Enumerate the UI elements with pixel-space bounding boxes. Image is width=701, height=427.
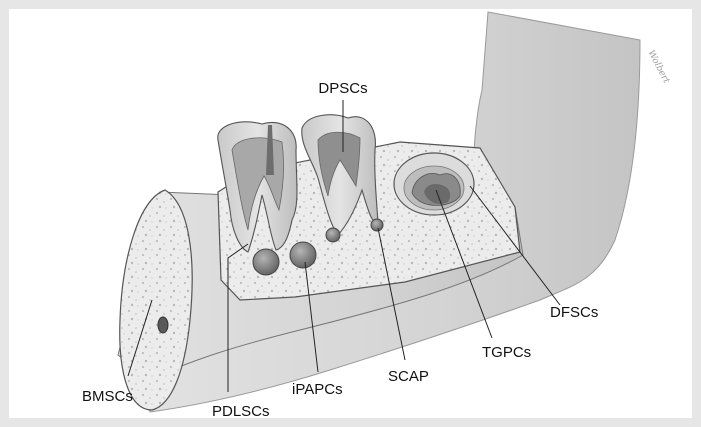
- root-apex-bulb-2: [371, 219, 383, 231]
- label-dpscs: DPSCs: [318, 80, 367, 97]
- label-bmscs: BMSCs: [82, 388, 133, 405]
- root-apex-bulb-1: [326, 228, 340, 242]
- label-scap: SCAP: [388, 368, 429, 385]
- label-pdlscs: PDLSCs: [212, 403, 270, 420]
- artist-signature: Wolbert: [645, 49, 671, 86]
- label-dfscs: DFSCs: [550, 304, 598, 321]
- apical-papilla-middle: [290, 242, 316, 268]
- label-tgpcs: TGPCs: [482, 344, 531, 361]
- apical-papilla-left: [253, 249, 279, 275]
- label-ipapcs: iPAPCs: [292, 381, 343, 398]
- mandibular-canal: [158, 317, 168, 333]
- tooth-germ: [394, 153, 474, 215]
